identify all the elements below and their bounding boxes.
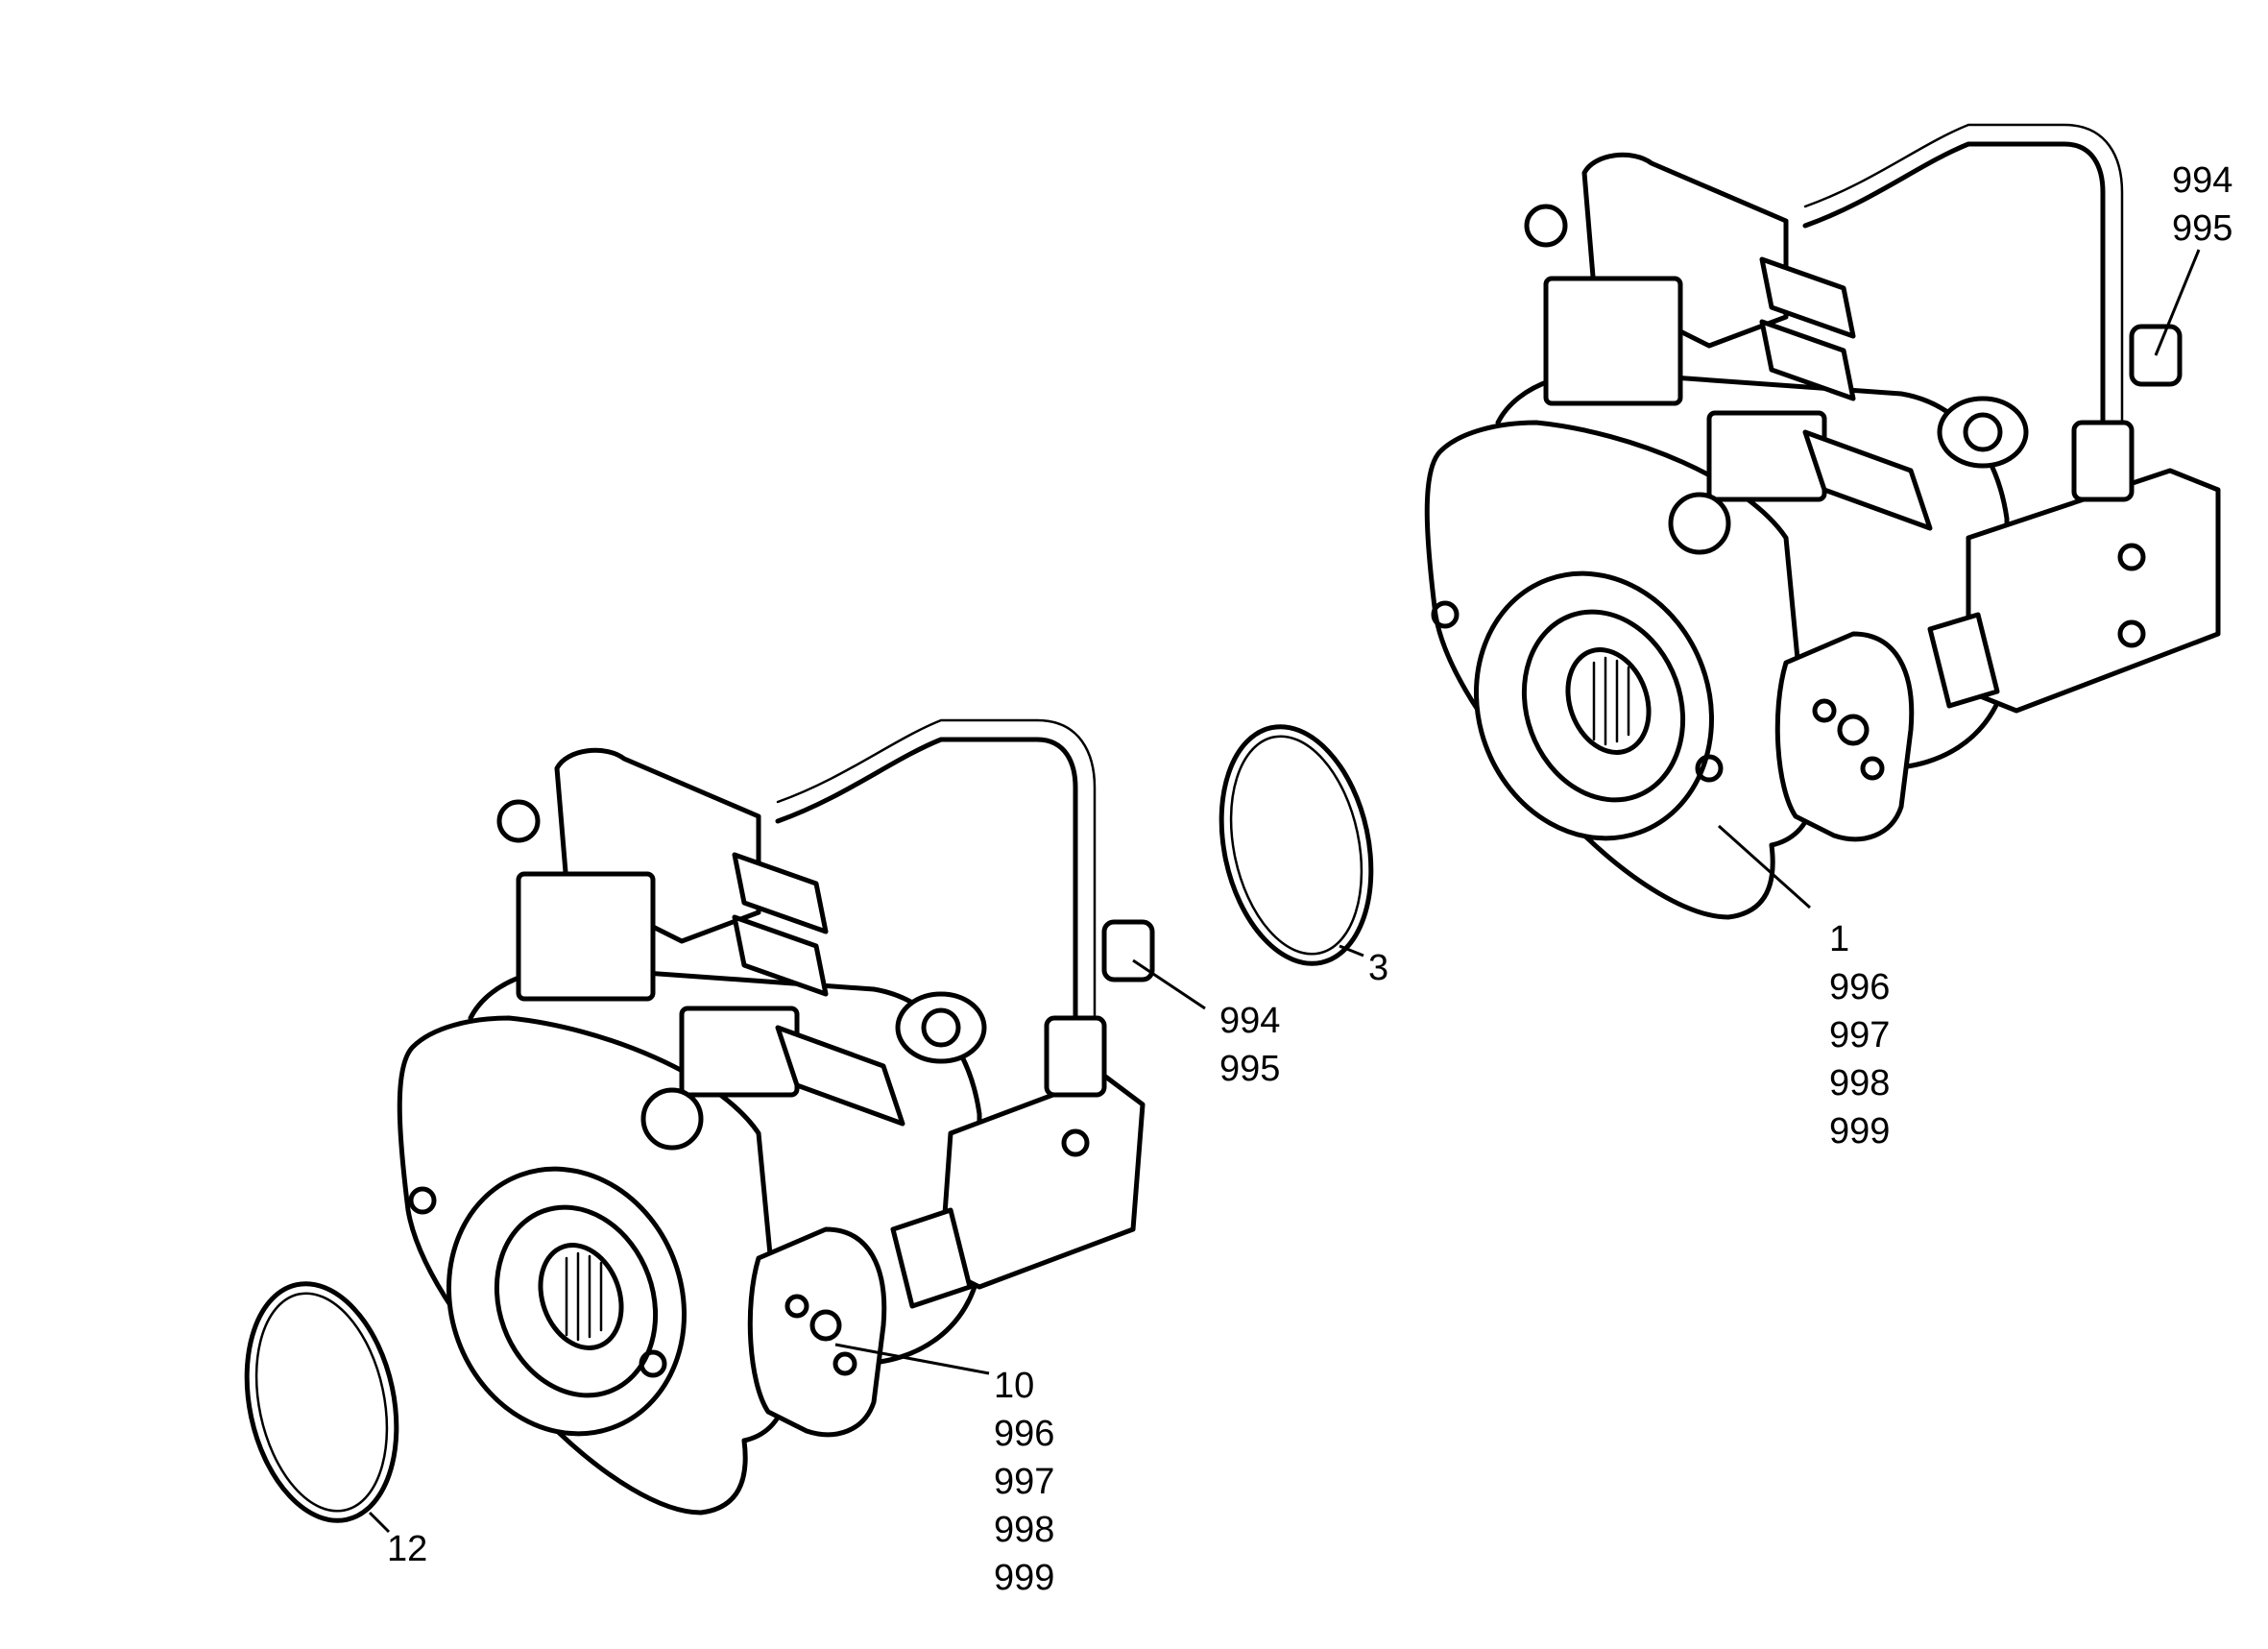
pump-left-bolt-hole-2 — [639, 1349, 667, 1378]
leader-plug-left — [1132, 958, 1206, 1010]
pump-left-plug — [1101, 919, 1155, 982]
callout-ring-left: 12 — [387, 1529, 427, 1569]
leader-lines — [368, 249, 2201, 1534]
callout-pump-left-line-5: 999 — [994, 1558, 1054, 1598]
callout-pump-left-line-2: 996 — [994, 1414, 1054, 1454]
callout-pump-left: 10 996 997 998 999 — [994, 1366, 1054, 1598]
hydraulic-pump-left — [397, 718, 1155, 1516]
pump-right-fittings — [1524, 204, 1933, 555]
leader-plug-right — [2154, 249, 2201, 356]
pump-right-port-block — [1774, 631, 1915, 842]
callout-plug-right: 994 995 — [2172, 160, 2232, 249]
callout-pump-right-line-3: 997 — [1829, 1015, 1890, 1055]
pump-right-pressure-nut — [2071, 420, 2135, 502]
pump-right-shaft-collar — [1521, 609, 1686, 803]
pump-right-port-bolt-2 — [1812, 698, 1837, 723]
pump-right-pipe — [1802, 141, 2106, 454]
leader-pump-left — [834, 1343, 990, 1375]
callout-plug-left: 994 995 — [1219, 1001, 1280, 1089]
leader-ring-left — [368, 1511, 391, 1534]
callout-pump-left-line-3: 997 — [994, 1462, 1054, 1502]
pump-right-shaft-splines — [1592, 656, 1630, 746]
callout-ring-middle: 3 — [1368, 948, 1388, 988]
leader-pump-right — [1717, 824, 1812, 909]
pump-left-bolt-hole-1 — [408, 1186, 437, 1215]
callout-pump-right-line-4: 998 — [1829, 1063, 1890, 1103]
pump-left-pipe — [775, 737, 1078, 1050]
callout-pump-left-line-1: 10 — [994, 1366, 1034, 1406]
callout-pump-right: 1 996 997 998 999 — [1829, 919, 1890, 1152]
callout-plug-left-line-1: 994 — [1219, 1001, 1280, 1041]
hydraulic-pump-right — [1424, 123, 2221, 920]
callout-plug-right-line-2: 995 — [2172, 208, 2232, 249]
pump-left-solenoid — [516, 871, 656, 1002]
pump-left-port-block — [747, 1226, 887, 1438]
pump-right-ear — [1937, 396, 2029, 469]
pump-left-pressure-nut — [1044, 1015, 1107, 1098]
pump-right-solenoid — [1543, 276, 1683, 406]
callout-pump-left-line-4: 998 — [994, 1510, 1054, 1550]
pump-left-port-bolt-2 — [784, 1294, 809, 1319]
callout-ring-middle-line-1: 3 — [1368, 948, 1388, 988]
pump-left-shaft-collar — [494, 1204, 659, 1398]
pump-left-port-bolt-1 — [809, 1309, 842, 1342]
pump-right-port-bolt-1 — [1837, 714, 1870, 746]
callout-pump-right-line-2: 996 — [1829, 967, 1890, 1007]
leader-ring-middle — [1339, 944, 1364, 958]
pump-left-fittings — [496, 799, 905, 1151]
pump-left-pressure-block — [938, 1073, 1146, 1290]
pump-left-ear — [895, 991, 987, 1064]
o-ring-left — [244, 1281, 399, 1523]
pump-right-bolt-hole-1 — [1431, 600, 1460, 629]
pump-left-shaft-splines — [565, 1251, 603, 1342]
callout-plug-right-line-1: 994 — [2172, 160, 2232, 201]
pump-right-port-bolt-3 — [1860, 756, 1885, 781]
callout-plug-left-line-2: 995 — [1219, 1049, 1280, 1089]
callout-ring-left-line-1: 12 — [387, 1529, 427, 1569]
pump-left-port-bolt-3 — [832, 1351, 857, 1376]
o-ring-middle — [1218, 724, 1374, 966]
pump-right-bolt-hole-2 — [1695, 754, 1724, 783]
callout-pump-right-line-1: 1 — [1829, 919, 1849, 959]
callout-pump-right-line-5: 999 — [1829, 1111, 1890, 1152]
